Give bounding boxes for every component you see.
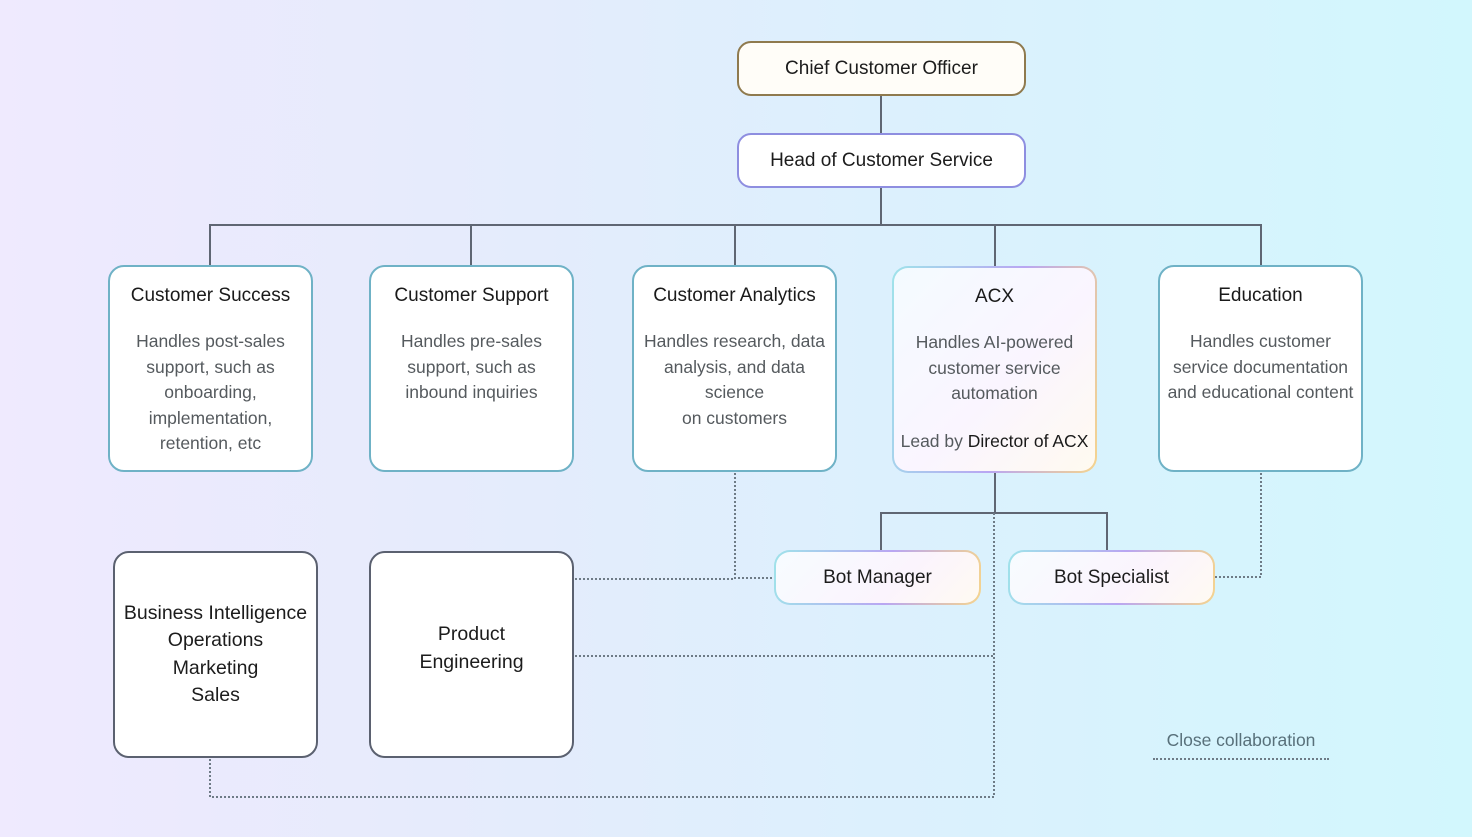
dotted-analytics-bot-manager xyxy=(734,473,775,579)
education-title: Education xyxy=(1218,285,1303,306)
customer-success-title: Customer Success xyxy=(130,285,291,306)
head-of-customer-service-box[interactable]: Head of Customer Service xyxy=(737,133,1026,188)
education-description: Handles customer service documentation a… xyxy=(1167,331,1354,402)
customer-support-title: Customer Support xyxy=(394,285,549,306)
partner-line: Business Intelligence xyxy=(123,601,308,624)
acx-lead: Lead by Director of ACX xyxy=(901,431,1089,452)
acx-lead-prefix: Lead by xyxy=(900,430,963,451)
bot-specialist-label: Bot Specialist xyxy=(1053,566,1170,588)
customer-support-description: Handles pre-sales support, such as inbou… xyxy=(400,331,543,402)
product-engineering-box[interactable]: Product Engineering xyxy=(369,551,574,758)
business-functions-box[interactable]: Business Intelligence Operations Marketi… xyxy=(113,551,318,758)
partner-line: Product xyxy=(437,623,506,645)
partner-line: Sales xyxy=(191,684,240,706)
customer-analytics-description-line: Handles research, data analysis, and dat… xyxy=(644,331,825,402)
customer-analytics-description-line: on customers xyxy=(681,407,788,428)
customer-success-box[interactable]: Customer Success Handles post-sales supp… xyxy=(108,265,313,472)
head-of-customer-service-label: Head of Customer Service xyxy=(770,149,993,171)
partner-line: Engineering xyxy=(419,650,524,673)
bot-specialist-box[interactable]: Bot Specialist xyxy=(1008,550,1215,605)
dotted-education-bot-specialist xyxy=(1215,473,1262,578)
acx-description: Handles AI-powered customer service auto… xyxy=(915,332,1074,403)
connector-department-bus xyxy=(209,224,1262,265)
legend-label: Close collaboration xyxy=(1166,730,1316,750)
chief-customer-officer-label: Chief Customer Officer xyxy=(785,57,978,79)
legend-dotted-line xyxy=(1153,758,1329,760)
chief-customer-officer-box[interactable]: Chief Customer Officer xyxy=(737,41,1026,96)
acx-box[interactable]: ACX Handles AI-powered customer service … xyxy=(892,266,1097,473)
partner-line: Operations xyxy=(167,629,264,651)
customer-analytics-title: Customer Analytics xyxy=(653,285,816,306)
bot-manager-label: Bot Manager xyxy=(823,566,932,588)
connector-acx-bots xyxy=(880,473,1108,550)
customer-analytics-description: Handles research, data analysis, and dat… xyxy=(634,329,835,431)
education-box[interactable]: Education Handles customer service docum… xyxy=(1158,265,1363,472)
partner-line: Marketing xyxy=(172,656,259,679)
acx-title: ACX xyxy=(974,286,1015,307)
acx-lead-name: Director of ACX xyxy=(967,430,1089,451)
customer-success-description: Handles post-sales support, such as onbo… xyxy=(136,331,285,453)
bot-manager-box[interactable]: Bot Manager xyxy=(774,550,981,605)
customer-analytics-box[interactable]: Customer Analytics Handles research, dat… xyxy=(632,265,837,472)
customer-support-box[interactable]: Customer Support Handles pre-sales suppo… xyxy=(369,265,574,472)
